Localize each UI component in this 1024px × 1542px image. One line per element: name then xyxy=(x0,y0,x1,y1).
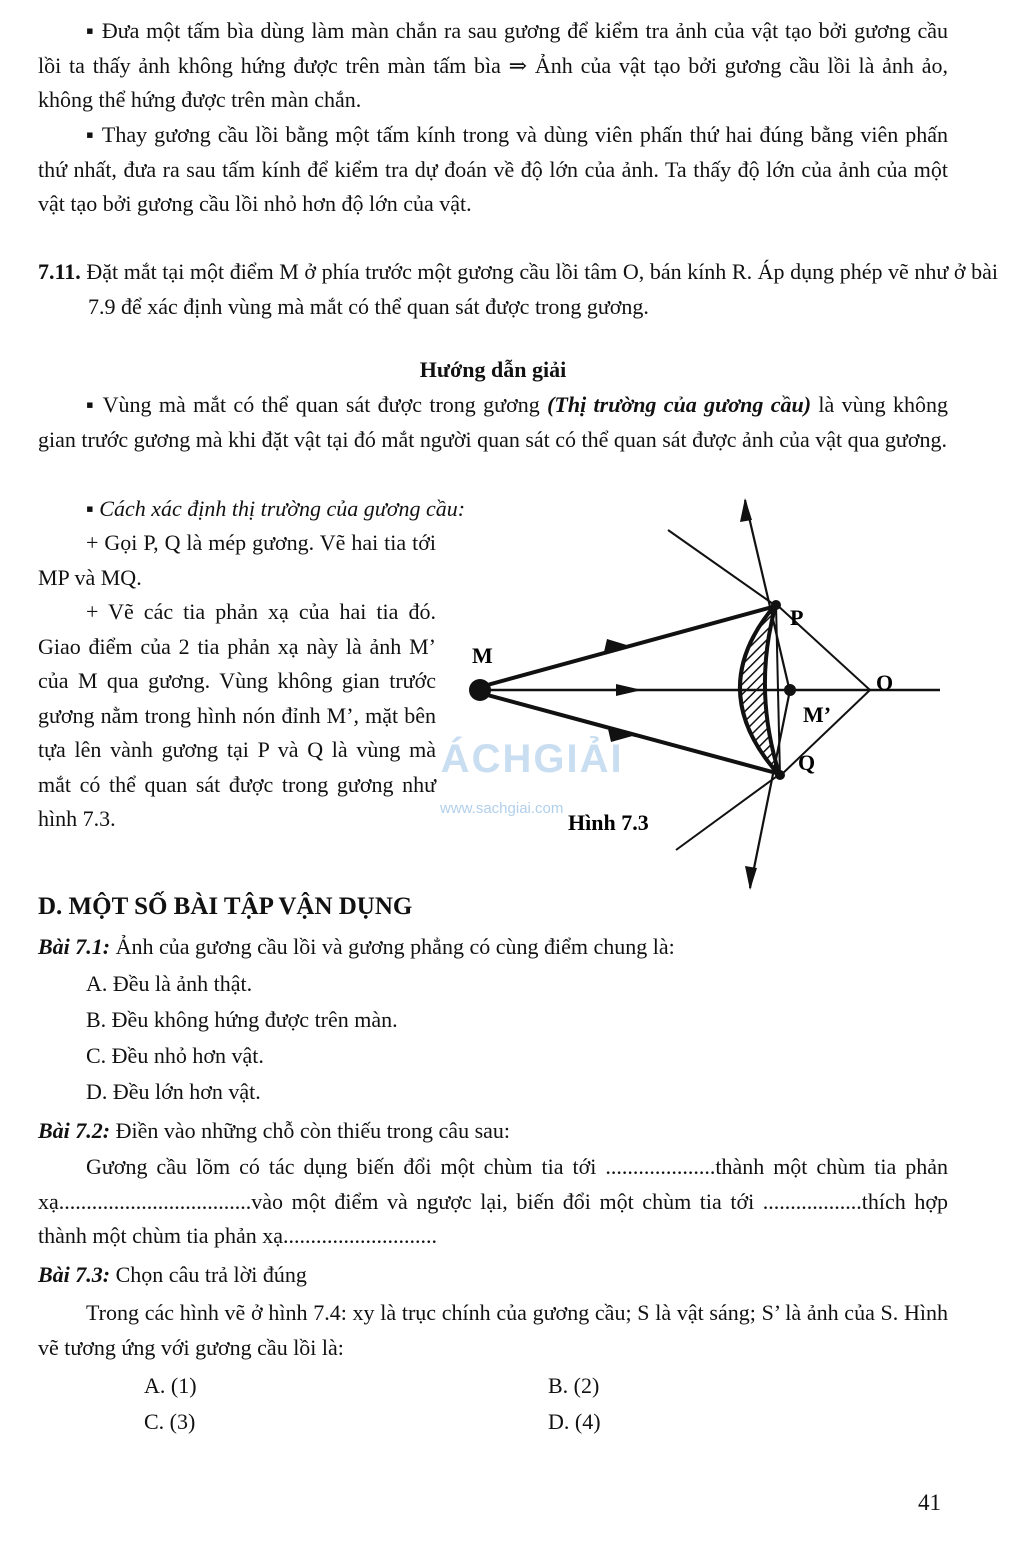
label-mprime: M’ xyxy=(803,702,831,727)
option-a: A. (1) xyxy=(144,1373,197,1398)
guide-title: Hướng dẫn giải xyxy=(419,357,567,382)
line-qo xyxy=(779,689,871,777)
option-d: D. Đều lớn hơn vật. xyxy=(86,1079,261,1104)
label-q: Q xyxy=(798,750,815,775)
exercise-7-3: Bài 7.3: Chọn câu trả lời đúng xyxy=(38,1258,948,1293)
figure-caption: Hình 7.3 xyxy=(568,810,649,835)
exercise-question: Chọn câu trả lời đúng xyxy=(110,1262,307,1287)
point-m xyxy=(469,679,491,701)
point-mprime xyxy=(784,684,796,696)
point-q xyxy=(775,770,785,780)
exercise-7-11: 7.11. Đặt mắt tại một điểm M ở phía trướ… xyxy=(38,255,998,324)
option-a: A. Đều là ảnh thật. xyxy=(86,971,253,996)
figure-7-3: SÁCHGIẢI www.sachgiai.com M P O M xyxy=(440,498,940,890)
label-m: M xyxy=(472,643,493,668)
exercise-7-2: Bài 7.2: Điền vào những chỗ còn thiếu tr… xyxy=(38,1114,948,1149)
axis-arrow xyxy=(616,684,642,696)
ray-arrow-bottom xyxy=(608,729,636,742)
line-po xyxy=(775,603,871,691)
section-title: D. MỘT SỐ BÀI TẬP VẬN DỤNG xyxy=(38,893,413,920)
ray-arrow-top xyxy=(604,639,630,652)
label-o: O xyxy=(876,670,893,695)
exercise-label: Bài 7.1: xyxy=(38,934,111,959)
guide-paragraph-3: + Gọi P, Q là mép gương. Vẽ hai tia tới … xyxy=(38,530,436,590)
exercise-text: Đặt mắt tại một điểm M ở phía trước một … xyxy=(86,259,999,319)
exercise-label: Bài 7.3: xyxy=(38,1262,111,1287)
incident-ray-mp xyxy=(479,604,777,689)
page-number: 41 xyxy=(918,1490,941,1515)
watermark-logo: SÁCHGIẢI xyxy=(440,735,624,781)
field-boundary-top xyxy=(667,529,777,607)
exercise-label: Bài 7.2: xyxy=(38,1118,111,1143)
label-p: P xyxy=(790,605,803,630)
guide-p1-start: ▪ Vùng mà mắt có thể quan sát được trong… xyxy=(86,392,548,417)
guide-paragraph-2: ▪ Cách xác định thị trường của gương cầu… xyxy=(86,496,466,521)
exercise-7-3-body: Trong các hình vẽ ở hình 7.4: xy là trục… xyxy=(38,1300,948,1360)
paragraph-virtual-image: ▪ Đưa một tấm bìa dùng làm màn chắn ra s… xyxy=(38,18,948,112)
watermark-url: www.sachgiai.com xyxy=(440,800,563,817)
reflected-arrow-top xyxy=(740,498,752,522)
exercise-question: Điền vào những chỗ còn thiếu trong câu s… xyxy=(110,1118,511,1143)
guide-p1-end: là vùng không gian trước gương mà khi đặ… xyxy=(38,392,948,452)
option-c: C. Đều nhỏ hơn vật. xyxy=(86,1043,264,1068)
paragraph-image-size: ▪ Thay gương cầu lồi bằng một tấm kính t… xyxy=(38,122,948,216)
exercise-number: 7.11. xyxy=(38,259,81,284)
exercise-question: Ảnh của gương cầu lồi và gương phẳng có … xyxy=(110,934,675,959)
option-c: C. (3) xyxy=(144,1409,196,1434)
option-b: B. (2) xyxy=(548,1373,600,1398)
reflected-ray-p xyxy=(743,499,792,693)
incident-ray-mq xyxy=(479,691,781,776)
reflected-ray-q xyxy=(748,689,792,889)
option-b: B. Đều không hứng được trên màn. xyxy=(86,1007,398,1032)
guide-paragraph-4: + Vẽ các tia phản xạ của hai tia đó. Gia… xyxy=(38,599,436,831)
exercise-7-1: Bài 7.1: Ảnh của gương cầu lồi và gương … xyxy=(38,930,948,965)
guide-p1-italic: (Thị trường của gương cầu) xyxy=(547,392,812,417)
field-boundary-bottom xyxy=(675,773,781,851)
reflected-arrow-bottom xyxy=(745,866,757,890)
exercise-7-2-body: Gương cầu lõm có tác dụng biến đổi một c… xyxy=(38,1154,948,1248)
guide-paragraph-1: ▪ Vùng mà mắt có thể quan sát được trong… xyxy=(38,388,948,457)
point-p xyxy=(771,600,781,610)
option-d: D. (4) xyxy=(548,1409,601,1434)
